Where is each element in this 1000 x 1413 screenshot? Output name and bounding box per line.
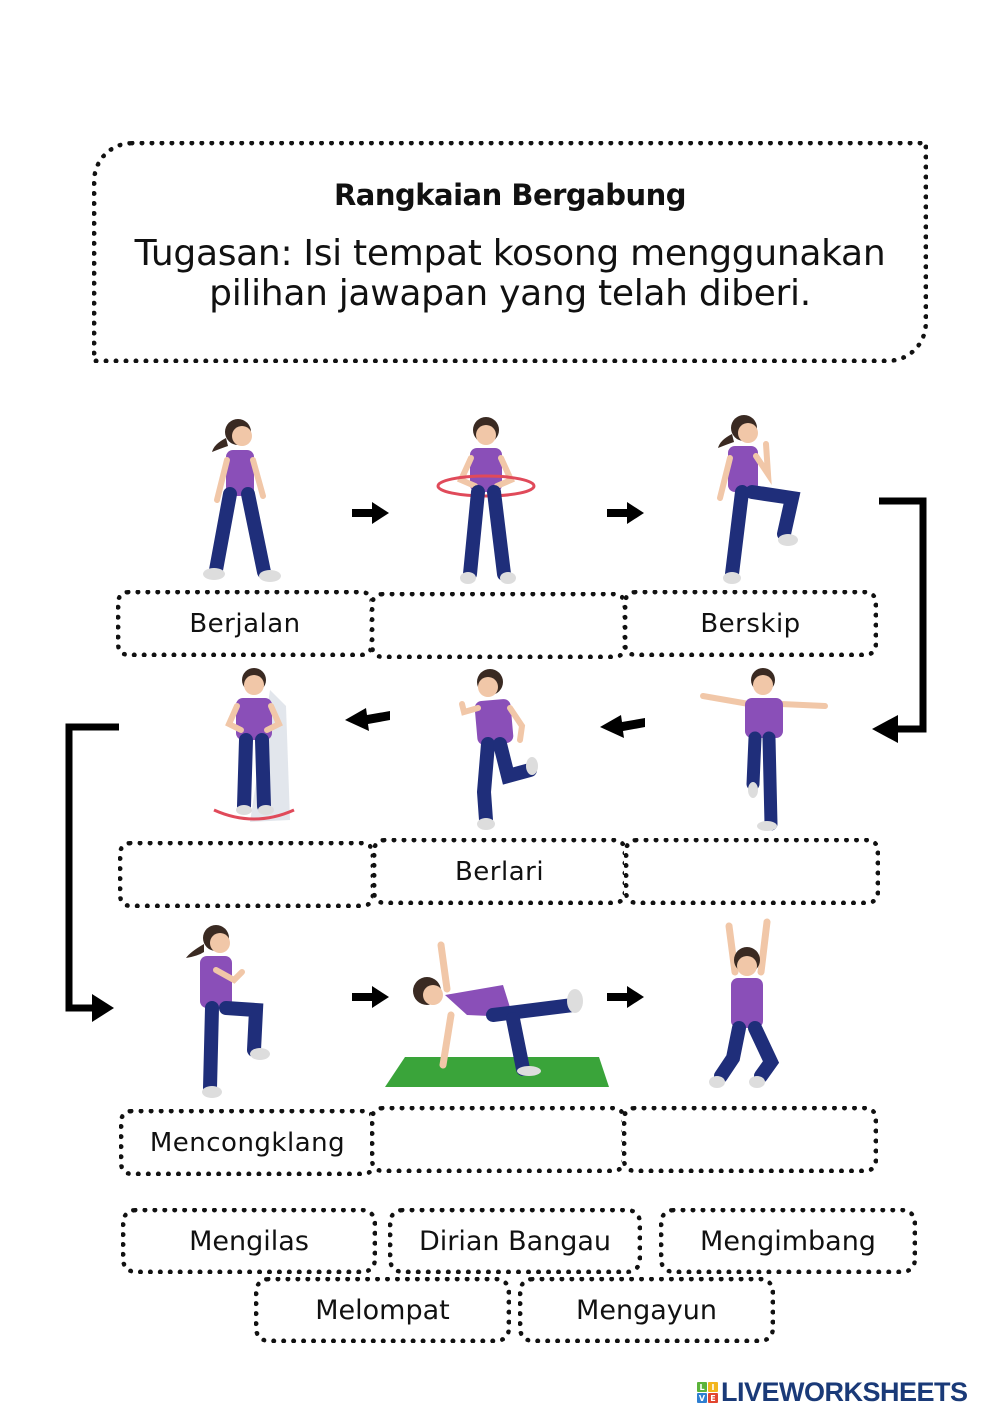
walking-girl-figure bbox=[203, 419, 281, 582]
instruction-box: Rangkaian Bergabung Tugasan: Isi tempat … bbox=[92, 141, 928, 363]
task-line-1: Tugasan: Isi tempat kosong menggunakan bbox=[134, 233, 886, 274]
blank-drop-slot[interactable] bbox=[624, 838, 880, 905]
task-line-2: pilihan jawapan yang telah diberi. bbox=[209, 273, 811, 314]
answer-choice-mengayun[interactable]: Mengayun bbox=[518, 1277, 775, 1343]
logo-text: LIVEWORKSHEETS bbox=[721, 1377, 968, 1407]
jumping-girl-figure bbox=[709, 918, 780, 1088]
galloping-girl-figure bbox=[186, 925, 270, 1098]
balancing-arms-out-boy-figure bbox=[213, 668, 295, 822]
hip-rotation-girl-figure bbox=[436, 417, 536, 584]
label-slot-berskip: Berskip bbox=[623, 590, 878, 657]
skipping-girl-figure bbox=[717, 415, 801, 584]
answer-choice-mengimbang[interactable]: Mengimbang bbox=[659, 1208, 917, 1274]
connector-arrow-down-right-icon bbox=[65, 723, 119, 1022]
logo-letter-e: E bbox=[708, 1393, 718, 1403]
answer-choice-melompat[interactable]: Melompat bbox=[254, 1277, 511, 1343]
answer-choice-dirian-bangau[interactable]: Dirian Bangau bbox=[388, 1208, 642, 1274]
arrow-left-icon bbox=[345, 708, 390, 731]
task-instruction: Tugasan: Isi tempat kosong menggunakan p… bbox=[97, 234, 923, 314]
label-slot-berjalan: Berjalan bbox=[116, 590, 374, 657]
logo-letter-i: I bbox=[708, 1382, 718, 1392]
answer-choice-mengilas[interactable]: Mengilas bbox=[121, 1208, 377, 1274]
connector-arrow-down-left-icon bbox=[872, 497, 927, 743]
label-slot-mencongklang: Mencongklang bbox=[119, 1109, 376, 1176]
arrow-right-icon bbox=[352, 986, 389, 1008]
logo-letter-v: V bbox=[697, 1393, 707, 1403]
logo-icon: L I V E bbox=[697, 1382, 718, 1403]
liveworksheets-logo: L I V E LIVEWORKSHEETS bbox=[697, 1377, 968, 1408]
arrow-left-icon bbox=[600, 715, 645, 738]
arrow-right-icon bbox=[352, 502, 389, 524]
blank-drop-slot[interactable] bbox=[370, 592, 627, 659]
label-slot-berlari: Berlari bbox=[372, 838, 627, 905]
logo-letter-l: L bbox=[697, 1382, 707, 1392]
blank-drop-slot[interactable] bbox=[118, 841, 375, 908]
arrow-right-icon bbox=[607, 502, 644, 524]
side-plank-boy-on-mat-figure bbox=[385, 941, 609, 1087]
blank-drop-slot[interactable] bbox=[622, 1106, 878, 1173]
worksheet-title: Rangkaian Bergabung bbox=[333, 178, 687, 212]
running-boy-figure bbox=[459, 669, 538, 830]
blank-drop-slot[interactable] bbox=[370, 1106, 626, 1173]
arrow-right-icon bbox=[607, 986, 644, 1008]
swaying-boy-figure bbox=[700, 668, 828, 831]
